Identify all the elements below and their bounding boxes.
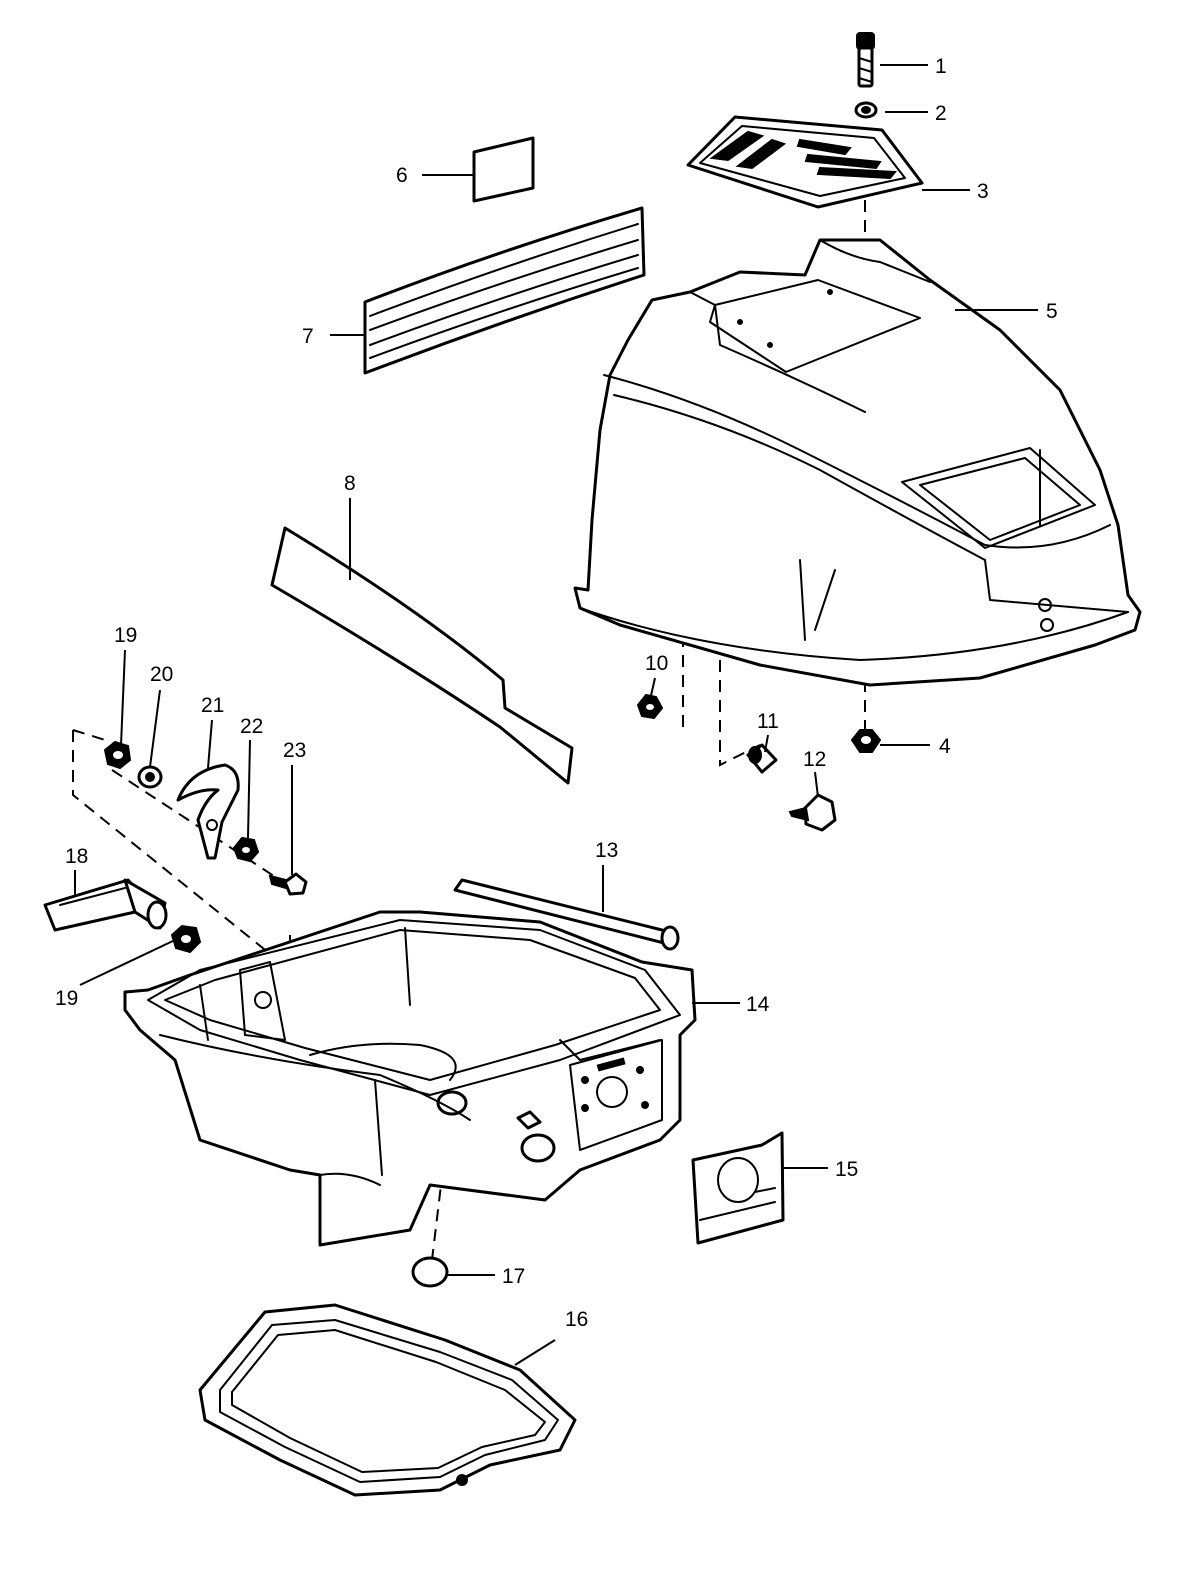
- part-21-latch-bracket: [176, 763, 240, 860]
- part-5-top-cowl: [573, 238, 1142, 687]
- part-14-bottom-cowl: [123, 910, 697, 1247]
- callout-7: 7: [302, 325, 314, 348]
- part-10-nut: [636, 693, 664, 720]
- part-11-grommet: [746, 743, 778, 774]
- callout-14: 14: [746, 993, 770, 1016]
- callout-23: 23: [283, 739, 306, 762]
- part-6-small-decal: [472, 136, 535, 203]
- callout-22: 22: [240, 715, 263, 738]
- callout-18: 18: [65, 845, 88, 868]
- part-7-striped-decal: [363, 206, 646, 375]
- part-19-nut-bottom: [170, 924, 202, 954]
- part-18-lever-handle: [43, 878, 168, 932]
- part-13-rubber-strip: [453, 878, 680, 951]
- part-19-nut-top: [103, 740, 132, 770]
- callout-16: 16: [565, 1308, 588, 1331]
- callout-19-bottom: 19: [55, 987, 78, 1010]
- callout-1: 1: [935, 55, 947, 78]
- callout-2: 2: [935, 102, 947, 125]
- part-2-washer: [854, 101, 878, 119]
- callout-20: 20: [150, 663, 173, 686]
- part-3-top-cover-plate: [686, 115, 924, 209]
- part-4-nut: [850, 729, 882, 753]
- part-8-long-decal-strip: [270, 526, 574, 785]
- callout-21: 21: [201, 694, 224, 717]
- part-23-screw: [268, 872, 308, 896]
- part-12-screw: [788, 793, 837, 832]
- callout-15: 15: [835, 1158, 858, 1181]
- callout-4: 4: [939, 735, 951, 758]
- callout-labels: 1 2 3 4 5 6 7 8 10 11 12 13 14 15 16 17 …: [55, 55, 1058, 1331]
- callout-13: 13: [595, 839, 618, 862]
- callout-5: 5: [1046, 300, 1058, 323]
- callout-6: 6: [396, 164, 408, 187]
- part-1-bolt: [856, 32, 875, 88]
- callout-12: 12: [803, 748, 826, 771]
- part-20-washer: [137, 765, 163, 789]
- part-16-gasket: [198, 1303, 577, 1497]
- part-15-cover-plate: [691, 1131, 785, 1245]
- callout-10: 10: [645, 652, 668, 675]
- callout-8: 8: [344, 472, 356, 495]
- callout-17: 17: [502, 1265, 525, 1288]
- part-22-nut: [232, 836, 260, 863]
- callout-3: 3: [977, 180, 989, 203]
- callout-19-top: 19: [114, 624, 137, 647]
- part-17-plug: [411, 1256, 449, 1288]
- leader-lines: [74, 64, 1038, 1366]
- callout-11: 11: [757, 710, 779, 733]
